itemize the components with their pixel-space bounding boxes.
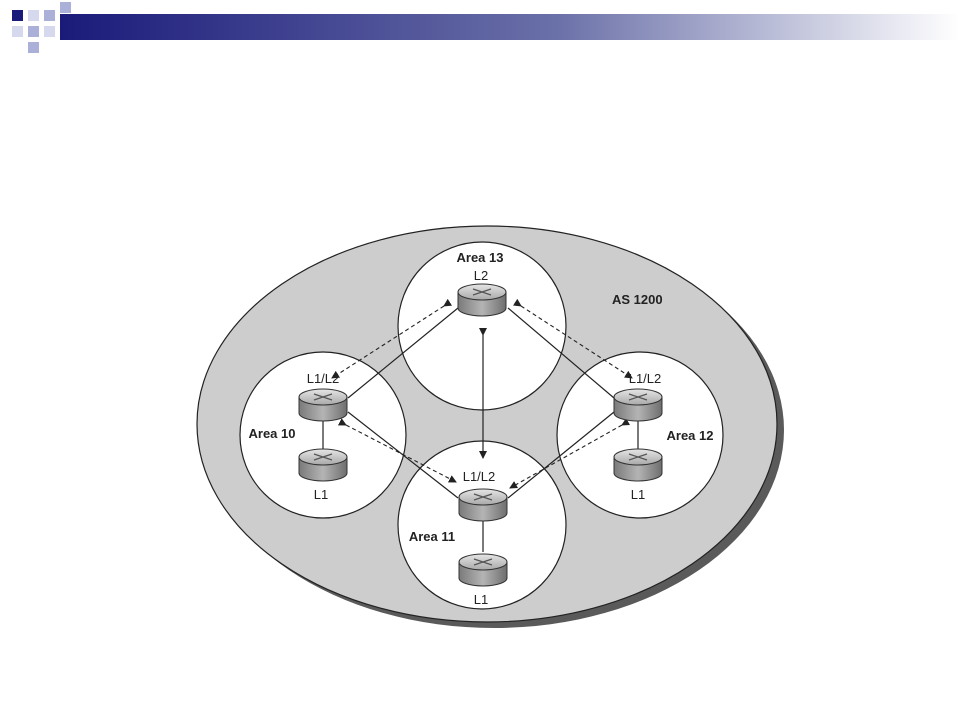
router-icon: [458, 553, 508, 587]
router-icon: [458, 488, 508, 522]
header-square-light: [12, 26, 23, 37]
area-13-title: Area 13: [457, 250, 504, 265]
header-square-mid: [28, 42, 39, 53]
area-12-border-router-level: L1/L2: [629, 371, 662, 386]
as-label: AS 1200: [612, 292, 663, 307]
header-gradient-bar: [60, 14, 960, 40]
header-square-light: [28, 10, 39, 21]
area-11-title: Area 11: [409, 529, 455, 544]
area-11-border-router-level: L1/L2: [463, 469, 496, 484]
area-10-internal-router-level: L1: [314, 487, 328, 502]
slide-header-decoration: [12, 2, 960, 53]
header-square-dark: [12, 10, 23, 21]
header-square-mid: [44, 10, 55, 21]
adjacency-arrow-13-12: [512, 298, 633, 379]
header-square-light: [44, 26, 55, 37]
header-square-mid: [60, 2, 71, 13]
adjacency-arrow-13-10: [331, 298, 453, 379]
router-icon: [298, 388, 348, 422]
adjacency-arrow-12-11: [509, 418, 631, 489]
router-icon: [613, 448, 663, 482]
router-icon: [457, 283, 507, 317]
area-13-router-level: L2: [474, 268, 488, 283]
area-12-title: Area 12: [667, 428, 714, 443]
router-icon: [613, 388, 663, 422]
area-11-internal-router-level: L1: [474, 592, 488, 607]
header-square-mid: [28, 26, 39, 37]
area-10-title: Area 10: [249, 426, 296, 441]
router-icon: [298, 448, 348, 482]
area-10-border-router-level: L1/L2: [307, 371, 340, 386]
area-12-internal-router-level: L1: [631, 487, 645, 502]
